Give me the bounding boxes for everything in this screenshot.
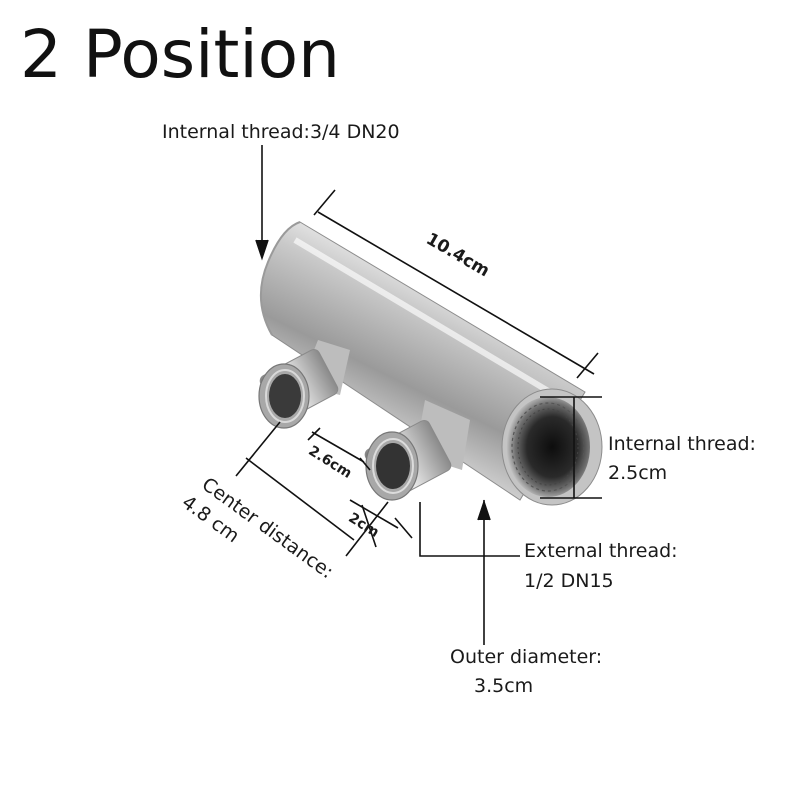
external-thread-leader — [419, 502, 520, 557]
outlet-pipe-dimension — [349, 499, 399, 529]
dimension-lines — [235, 145, 602, 645]
internal-thread-side-value: 2.5cm — [608, 462, 668, 484]
outlet-nipple-2 — [364, 400, 470, 501]
center-distance-dimension — [245, 457, 355, 541]
internal-thread-port — [501, 388, 603, 506]
internal-thread-side-label: Internal thread: — [608, 433, 756, 455]
arrow-down-icon — [255, 239, 269, 261]
external-thread-value: 1/2 DN15 — [524, 570, 614, 592]
outlet-gap-dimension — [311, 431, 365, 463]
outlet-nipple-1 — [258, 340, 350, 429]
arrow-up-icon — [477, 499, 491, 521]
outer-diameter-label: Outer diameter: — [450, 646, 603, 668]
outer-diameter-value: 3.5cm — [474, 675, 534, 697]
length-dimension — [317, 211, 595, 375]
external-thread-label: External thread: — [524, 540, 678, 562]
page-title: 2 Position — [20, 16, 340, 93]
internal-thread-top-label: Internal thread:3/4 DN20 — [162, 121, 400, 143]
